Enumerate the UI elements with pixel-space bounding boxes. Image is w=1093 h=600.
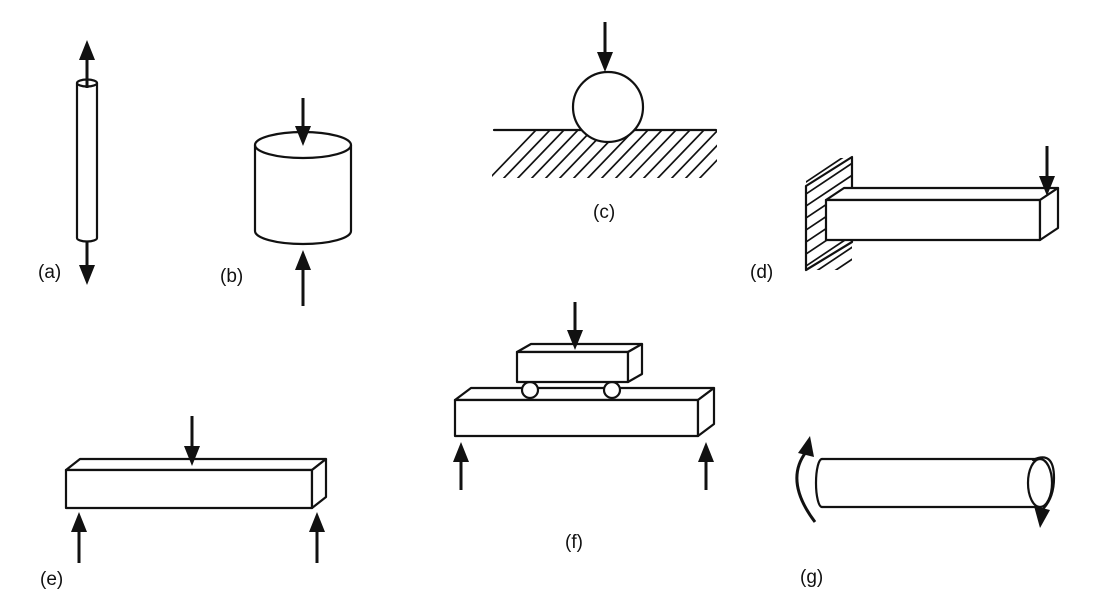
label-c: (c) <box>593 202 615 223</box>
rolling-arrow-support-right <box>698 442 714 490</box>
compression-arrow-bottom <box>295 250 311 306</box>
wall <box>804 155 854 272</box>
cantilever-front <box>824 198 1042 242</box>
base-beam-end <box>696 386 716 438</box>
carriage-top <box>515 342 644 354</box>
bend-arrow-support-right <box>309 512 325 563</box>
bend-beam-end <box>310 457 328 510</box>
compression-specimen: (b) <box>220 98 353 306</box>
base-beam-front <box>453 398 700 438</box>
torsion-bar-left-end <box>814 457 824 509</box>
bend-arrow-load <box>184 416 200 466</box>
label-b: (b) <box>220 266 243 287</box>
rolling-contact-loading: (f) <box>453 302 716 553</box>
label-a: (a) <box>38 262 61 283</box>
contact-arrow <box>597 22 613 72</box>
tension-arrow-up <box>79 40 95 88</box>
three-point-bending: (e) <box>40 416 328 590</box>
label-f: (f) <box>565 532 583 553</box>
rolling-arrow-load <box>567 302 583 350</box>
tension-arrow-down <box>79 241 95 285</box>
compression-arrow-top <box>295 98 311 146</box>
ball <box>571 70 645 144</box>
roller-left <box>520 380 540 400</box>
carriage-end <box>626 342 644 384</box>
torque-arrow-left <box>795 436 817 523</box>
label-g: (g) <box>800 567 823 588</box>
bend-beam-front <box>64 468 314 510</box>
cantilever-loading: (d) <box>750 146 1060 283</box>
roller-right <box>602 380 622 400</box>
cantilever-end <box>1038 186 1060 242</box>
rolling-arrow-support-left <box>453 442 469 490</box>
tension-specimen: (a) <box>38 40 99 285</box>
bend-arrow-support-left <box>71 512 87 563</box>
carriage-front <box>515 350 630 384</box>
bend-beam-top <box>64 457 328 472</box>
contact-loading: (c) <box>492 22 718 223</box>
torsion-bar-right-end <box>1026 457 1054 509</box>
base-beam-top <box>453 386 716 402</box>
cantilever-top <box>824 186 1060 202</box>
cantilever-arrow <box>1039 146 1055 196</box>
label-e: (e) <box>40 569 63 590</box>
label-d: (d) <box>750 262 773 283</box>
torque-arrow-right <box>1031 456 1056 528</box>
torsion-loading: (g) <box>795 436 1056 588</box>
